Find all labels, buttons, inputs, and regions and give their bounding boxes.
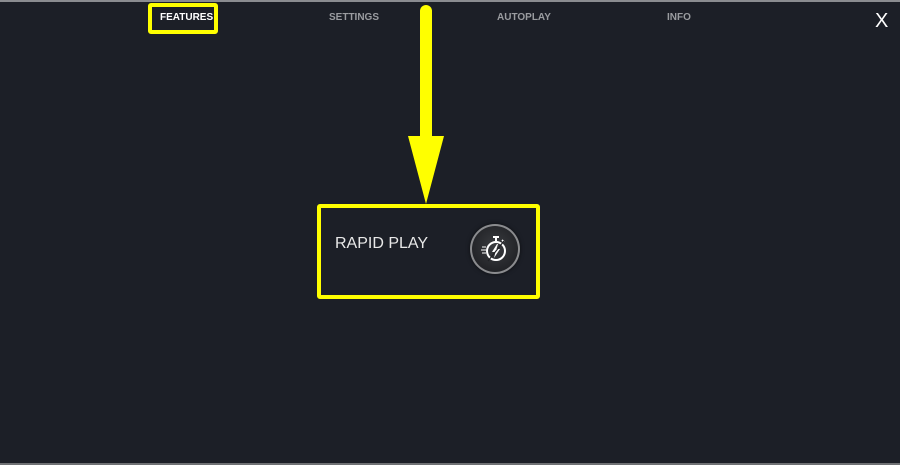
features-tab-highlight [148,3,218,34]
top-border [0,0,900,2]
tab-info[interactable]: INFO [667,12,691,23]
tab-settings[interactable]: SETTINGS [329,12,380,23]
annotation-arrow-shaft [420,5,432,145]
annotation-arrow-head [408,136,444,204]
rapid-play-highlight [317,204,540,299]
bottom-border [0,463,900,465]
tab-features[interactable]: FEATURES [160,12,214,23]
stopwatch-lightning-icon [481,236,506,262]
tab-autoplay[interactable]: AUTOPLAY [497,12,551,23]
rapid-play-label: RAPID PLAY [335,235,429,252]
rapid-play-toggle[interactable] [470,224,520,274]
close-button[interactable]: X [875,10,889,32]
